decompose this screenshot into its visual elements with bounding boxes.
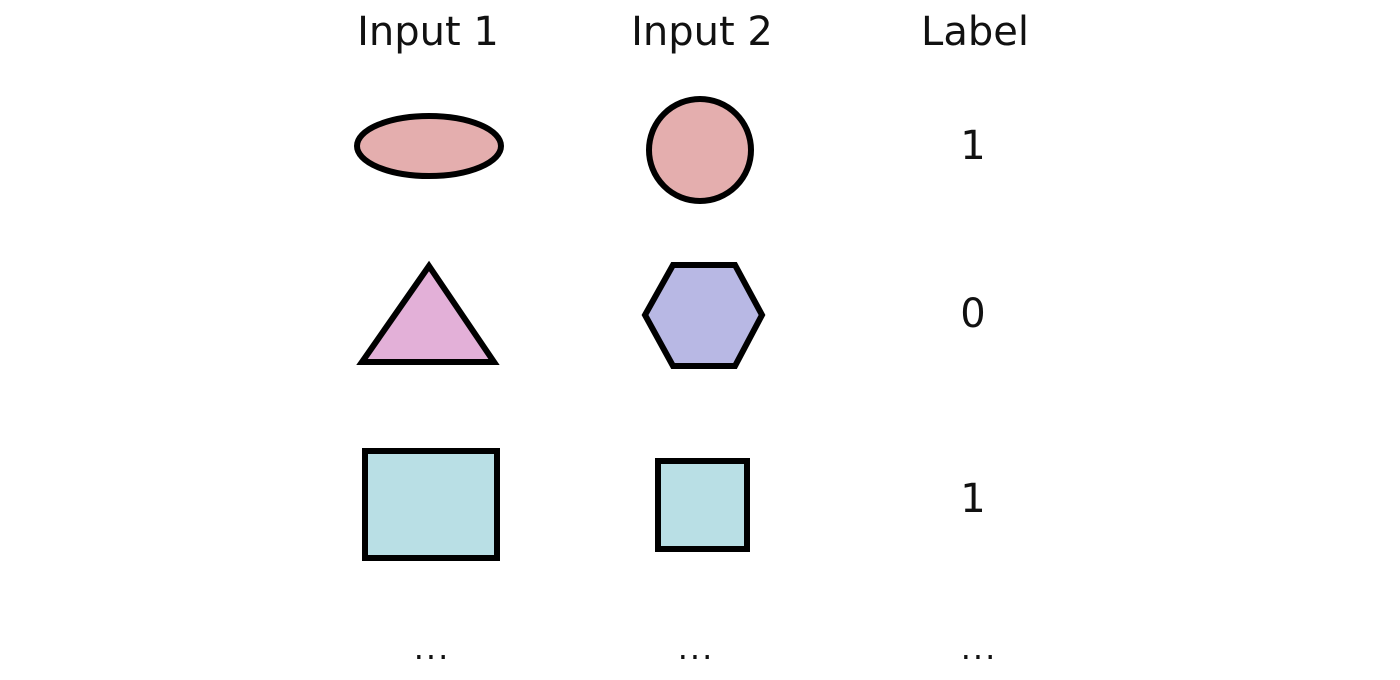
input2-square-shape <box>655 458 750 552</box>
input2-circle-shape <box>646 96 754 204</box>
header-label: Label <box>921 9 1029 55</box>
input1-rectangle-shape <box>362 448 500 561</box>
header-input-1: Input 1 <box>357 9 499 55</box>
row-1-label: 1 <box>960 123 986 169</box>
input1-triangle-shape <box>356 260 500 365</box>
row-3-label: 1 <box>960 476 986 522</box>
ellipsis-input-2: ... <box>677 629 715 667</box>
ellipsis-label: ... <box>960 629 998 667</box>
input1-ellipse-shape <box>354 113 504 179</box>
ellipsis-input-1: ... <box>413 629 451 667</box>
header-input-2: Input 2 <box>631 9 773 55</box>
row-2-label: 0 <box>960 291 986 337</box>
input2-hexagon-shape <box>641 262 766 369</box>
